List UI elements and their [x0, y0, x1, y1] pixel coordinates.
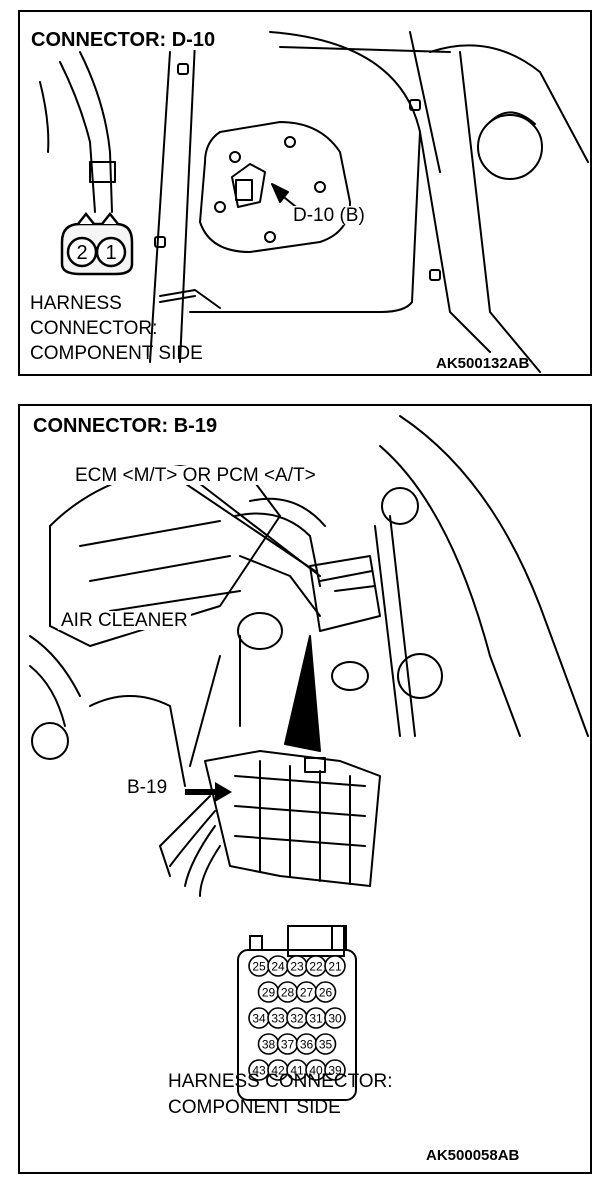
b19-pin-circle [314, 981, 337, 1003]
ecm-label: ECM <M/T> OR PCM <A/T> [72, 466, 319, 485]
b19-pin-30: 30 [328, 1012, 342, 1026]
d10-pin-1: 1 [105, 242, 116, 264]
b19-pin-31: 31 [309, 1012, 323, 1026]
b19-pin-23: 23 [290, 960, 304, 974]
b19-pin-33: 33 [271, 1012, 285, 1026]
b19-pin-circle [314, 1033, 337, 1055]
d10-code: AK500132AB [436, 355, 530, 372]
b19-pin-38: 38 [262, 1038, 276, 1052]
b19-pin-41: 41 [290, 1064, 304, 1078]
d10-engine-bay-illustration: 2 1 [39, 31, 589, 373]
b19-pin-circle [324, 955, 346, 977]
b19-pin-40: 40 [309, 1064, 323, 1078]
b19-pin-32: 32 [290, 1012, 304, 1026]
b19-code: AK500058AB [426, 1147, 520, 1164]
b19-pin-22: 22 [309, 960, 323, 974]
d10-harness-line1: HARNESS [30, 293, 122, 314]
b19-pin-circle [324, 1059, 346, 1081]
b19-title: CONNECTOR: B-19 [30, 416, 221, 436]
b19-pin-25: 25 [252, 960, 266, 974]
b19-pin-37: 37 [281, 1038, 295, 1052]
b19-pin-27: 27 [300, 986, 314, 1000]
d10-callout: D-10 (B) [290, 206, 368, 225]
d10-harness-line3: COMPONENT SIDE [30, 343, 203, 364]
b19-pin-grid: 25 24 23 22 21 29 28 27 26 34 33 32 31 30 38 37 36 35 43 42… [248, 955, 346, 1081]
b19-pin-36: 36 [300, 1038, 314, 1052]
b19-pin-43: 43 [252, 1064, 266, 1078]
b19-pin-39: 39 [328, 1064, 342, 1078]
b19-label: B-19 [127, 777, 168, 798]
d10-harness-line2: CONNECTOR: [30, 318, 158, 339]
b19-pin-21: 21 [328, 960, 342, 974]
b19-pin-circle [324, 1007, 346, 1029]
d10-pin-2: 2 [76, 242, 87, 264]
b19-pin-35: 35 [319, 1038, 333, 1052]
b19-pin-24: 24 [271, 960, 285, 974]
connector-d10-panel: 2 1 CONNECTOR: D-10 D-10 (B) HARNESS CON… [18, 10, 592, 376]
b19-pin-29: 29 [262, 986, 276, 1000]
b19-engine-bay-illustration: 25 24 23 22 21 29 28 27 26 34 33 32 31 30 38 37 36 35 43 42… [29, 415, 589, 1101]
b19-pin-26: 26 [319, 986, 333, 1000]
air-cleaner-label: AIR CLEANER [58, 611, 191, 630]
b19-pin-42: 42 [271, 1064, 285, 1078]
b19-harness-line2: COMPONENT SIDE [168, 1097, 341, 1118]
connector-b19-panel: 25 24 23 22 21 29 28 27 26 34 33 32 31 30 38 37 36 35 43 42… [18, 404, 592, 1174]
d10-title: CONNECTOR: D-10 [28, 30, 219, 50]
b19-pin-34: 34 [252, 1012, 266, 1026]
b19-pin-28: 28 [281, 986, 295, 1000]
b19-harness-line1: HARNESS CONNECTOR: [168, 1071, 393, 1092]
